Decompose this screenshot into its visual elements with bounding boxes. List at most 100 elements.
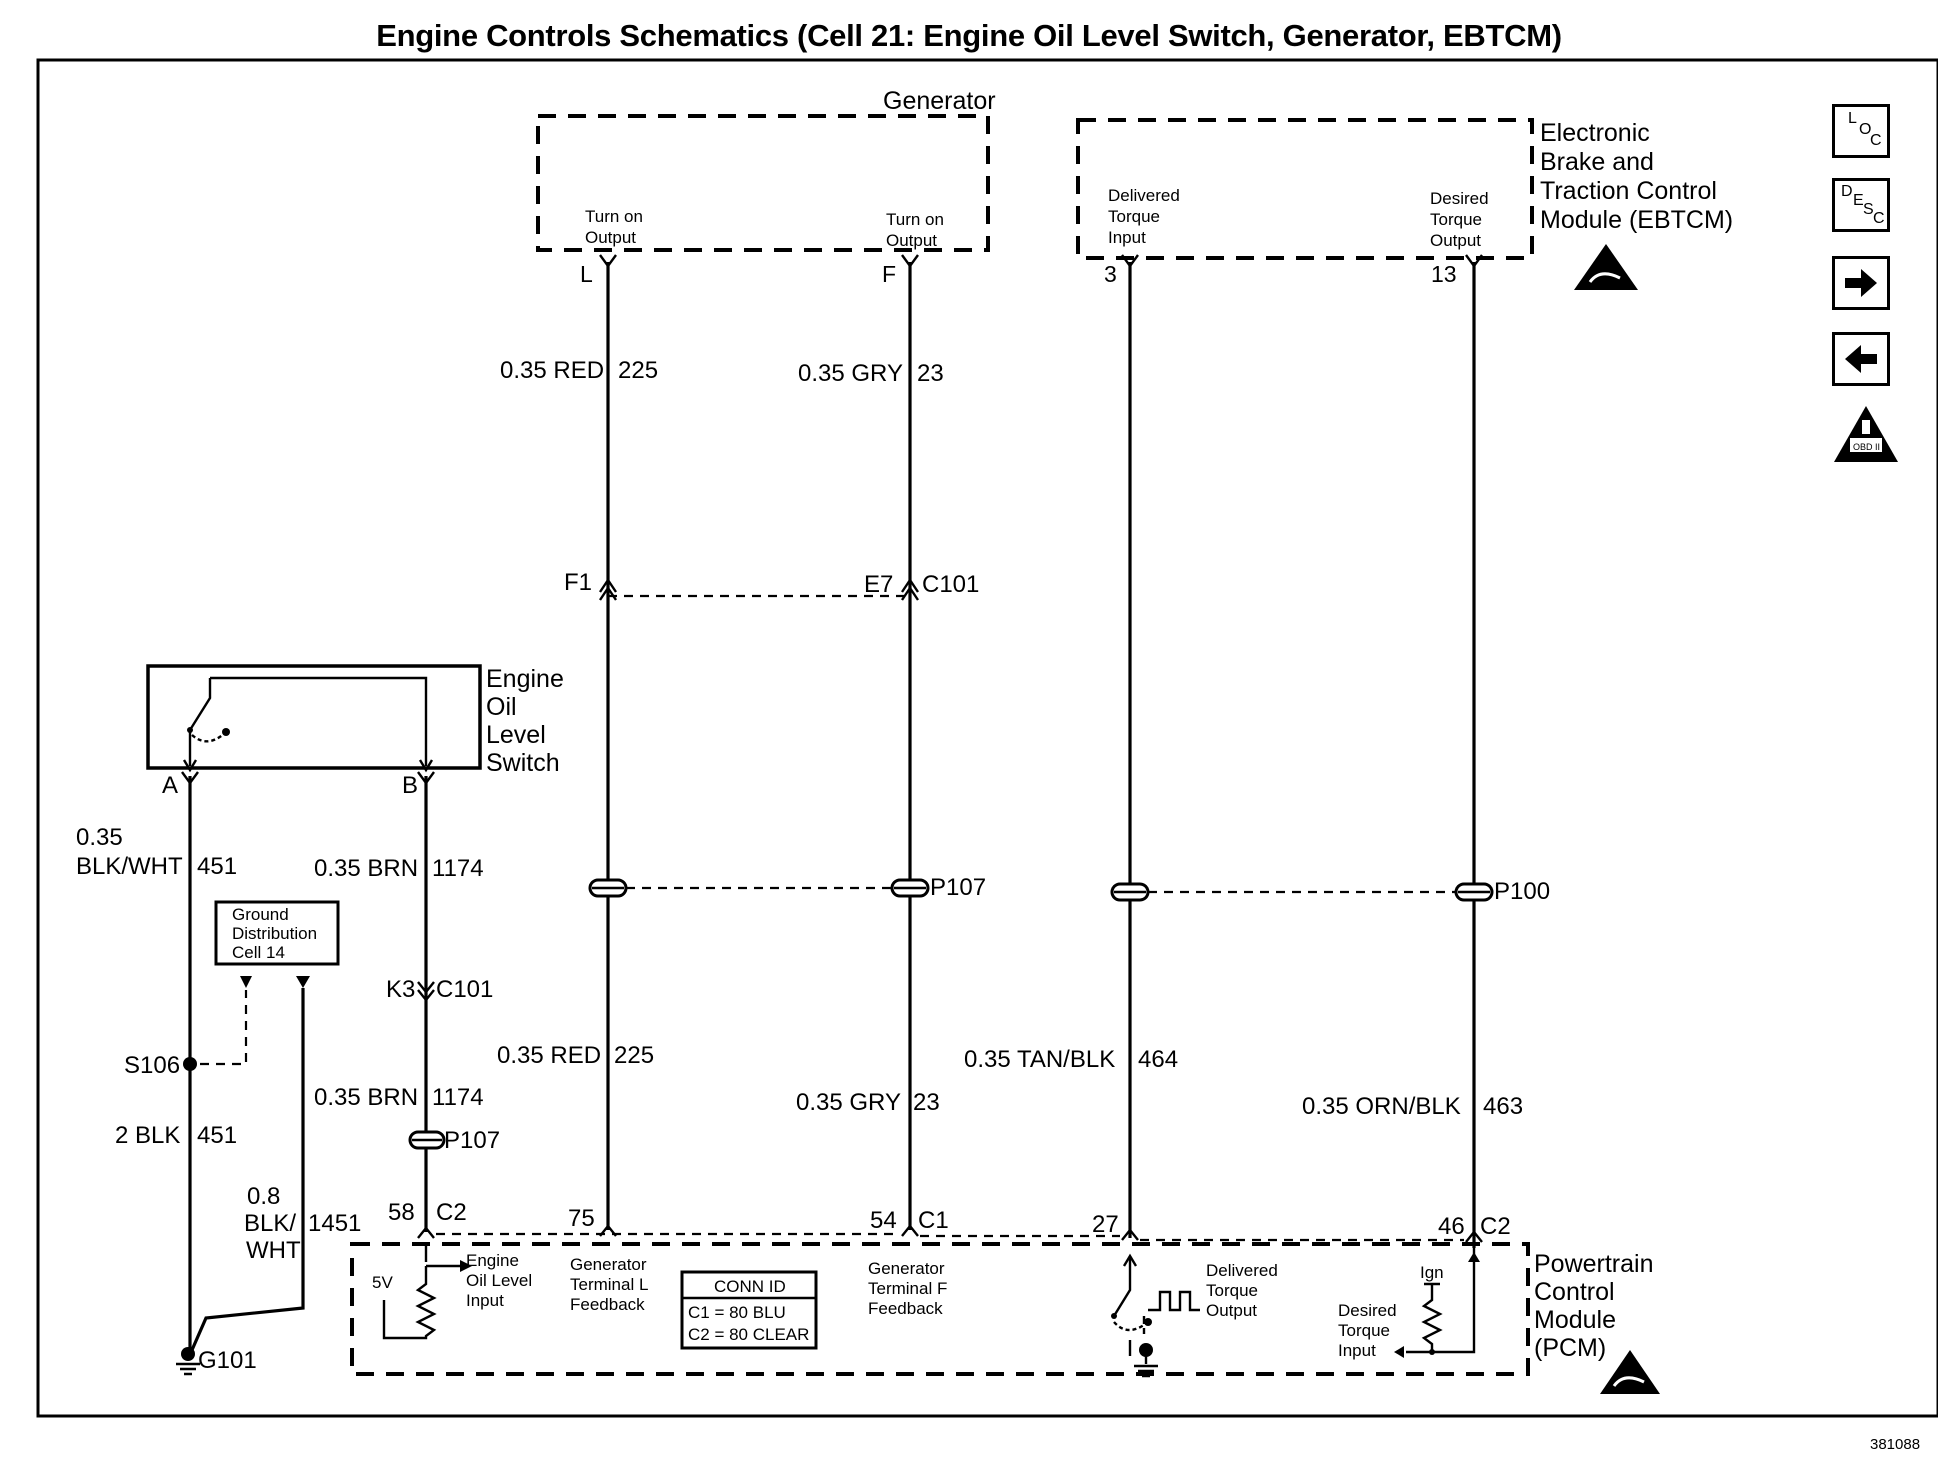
conn-s106: S106 bbox=[124, 1052, 180, 1079]
generator-box bbox=[536, 114, 990, 252]
ebtcm-name-4: Module (EBTCM) bbox=[1540, 206, 1733, 234]
w451b-num: 451 bbox=[197, 1122, 237, 1149]
conn-p107-upper: P107 bbox=[930, 874, 986, 901]
pcm-pin-75: 75 bbox=[568, 1205, 595, 1232]
s106-ground-link bbox=[200, 990, 248, 1066]
ebtcm-pin3-desc-3: Input bbox=[1108, 228, 1146, 247]
pin27-terminal bbox=[1121, 1228, 1139, 1241]
oil-switch-name-3: Level bbox=[486, 721, 546, 749]
w1451-num: 1451 bbox=[308, 1210, 361, 1237]
w225-num-bot: 225 bbox=[614, 1042, 654, 1069]
page-title: Engine Controls Schematics (Cell 21: Eng… bbox=[376, 18, 1562, 53]
pcm-name-2: Control bbox=[1534, 1278, 1615, 1306]
pcm-desired-torque-input-circuit bbox=[1394, 1248, 1480, 1358]
loc-letter-o: O bbox=[1859, 121, 1872, 138]
g101-ground-icon bbox=[176, 1347, 200, 1376]
ground-dist-arrow-left bbox=[240, 976, 252, 988]
conn-p107-lower: P107 bbox=[444, 1127, 500, 1154]
w464-num: 464 bbox=[1138, 1046, 1178, 1073]
ebtcm-name-3: Traction Control bbox=[1540, 177, 1717, 205]
ground-dist-1: Ground bbox=[232, 905, 289, 924]
oil-level-switch-contact bbox=[182, 676, 434, 773]
conn-id-box bbox=[680, 1270, 818, 1350]
ebtcm-pin13-desc-2: Torque bbox=[1430, 210, 1482, 229]
oil-switch-name-4: Switch bbox=[486, 749, 560, 777]
ebtcm-pin13-terminal bbox=[1465, 254, 1483, 269]
conn-id-c1: C1 = 80 BLU bbox=[688, 1303, 786, 1322]
w451-gauge-2: BLK/WHT bbox=[76, 853, 183, 880]
gen-f-terminal bbox=[901, 254, 919, 269]
ebtcm-pin3-desc-2: Torque bbox=[1108, 207, 1160, 226]
gen-l-terminal bbox=[599, 254, 617, 269]
ebtcm-box bbox=[1076, 118, 1534, 260]
pcm-c2-left: C2 bbox=[436, 1199, 467, 1226]
pin75-terminal bbox=[599, 1224, 617, 1237]
s106-splice bbox=[183, 1057, 197, 1071]
esd-warning-icon bbox=[1574, 244, 1638, 290]
pcm-oil-input-3: Input bbox=[466, 1291, 504, 1310]
w1451-gauge-3: WHT bbox=[246, 1237, 301, 1264]
ebtcm-pin-13: 13 bbox=[1431, 261, 1457, 287]
pcm-gen-f-fb-1: Generator bbox=[868, 1259, 945, 1278]
ground-dist-arrow-right bbox=[296, 976, 310, 988]
c101-k3-terminal bbox=[417, 981, 435, 1002]
conn-c101: C101 bbox=[922, 571, 979, 598]
pcm-pin-58: 58 bbox=[388, 1199, 415, 1226]
pcm-gen-l-fb-2: Terminal L bbox=[570, 1275, 648, 1294]
pcm-gen-f-fb-2: Terminal F bbox=[868, 1279, 947, 1298]
gen-f-desc-2: Output bbox=[886, 231, 937, 250]
w23-num-top: 23 bbox=[917, 360, 944, 387]
w463-gauge: 0.35 ORN/BLK bbox=[1302, 1093, 1461, 1120]
w451b-gauge: 2 BLK bbox=[115, 1122, 180, 1149]
ebtcm-pin3-desc-1: Delivered bbox=[1108, 186, 1180, 205]
oil-switch-pin-a: A bbox=[162, 772, 178, 799]
pcm-delivered-out-3: Output bbox=[1206, 1301, 1257, 1320]
ground-dist-2: Distribution bbox=[232, 924, 317, 943]
oil-switch-pin-b: B bbox=[402, 772, 418, 799]
w1174-gauge-bot: 0.35 BRN bbox=[314, 1084, 418, 1111]
w1174-num-top: 1174 bbox=[432, 855, 484, 882]
loc-letter-c: C bbox=[1870, 132, 1882, 149]
pcm-delivered-out-1: Delivered bbox=[1206, 1261, 1278, 1280]
pcm-connector-link bbox=[436, 1232, 1464, 1242]
ebtcm-pin3-terminal bbox=[1121, 254, 1139, 269]
desc-letter-d: D bbox=[1841, 183, 1853, 200]
w451-gauge-1: 0.35 bbox=[76, 824, 123, 851]
w225-gauge-bot: 0.35 RED bbox=[497, 1042, 601, 1069]
pcm-5v: 5V bbox=[372, 1273, 393, 1292]
ebtcm-pin13-desc-1: Desired bbox=[1430, 189, 1489, 208]
pcm-desired-in-2: Torque bbox=[1338, 1321, 1390, 1340]
ebtcm-pin-3: 3 bbox=[1104, 261, 1117, 287]
p107-inline-23 bbox=[890, 878, 930, 898]
conn-e7: E7 bbox=[864, 571, 893, 598]
w225-num-top: 225 bbox=[618, 357, 658, 384]
ebtcm-pin13-desc-3: Output bbox=[1430, 231, 1481, 250]
gen-f-desc-1: Turn on bbox=[886, 210, 944, 229]
w23-gauge-top: 0.35 GRY bbox=[798, 360, 903, 387]
desc-button[interactable]: D E S C bbox=[1832, 178, 1890, 232]
desc-letter-c: C bbox=[1873, 210, 1885, 227]
p107-inline-225 bbox=[588, 878, 628, 898]
p107-inline-1174 bbox=[408, 1130, 446, 1150]
document-id: 381088 bbox=[1870, 1436, 1921, 1453]
w451-num: 451 bbox=[197, 853, 237, 880]
next-page-button[interactable] bbox=[1832, 256, 1890, 310]
conn-p100: P100 bbox=[1494, 878, 1550, 905]
oil-switch-box bbox=[146, 664, 482, 770]
loc-button[interactable]: L O C bbox=[1832, 104, 1890, 158]
loc-letter-l: L bbox=[1848, 110, 1857, 127]
wire-1451 bbox=[190, 988, 305, 1351]
pin46-terminal bbox=[1465, 1230, 1483, 1243]
oil-switch-name-2: Oil bbox=[486, 693, 517, 721]
pcm-name-4: (PCM) bbox=[1534, 1334, 1606, 1362]
w464-gauge: 0.35 TAN/BLK bbox=[964, 1046, 1115, 1073]
pcm-c1: C1 bbox=[918, 1207, 949, 1234]
pcm-gen-l-fb-3: Feedback bbox=[570, 1295, 645, 1314]
prev-page-button[interactable] bbox=[1832, 332, 1890, 386]
outer-frame bbox=[36, 58, 1938, 1418]
gen-pin-f: F bbox=[882, 261, 896, 287]
pcm-desired-in-1: Desired bbox=[1338, 1301, 1397, 1320]
w1451-gauge-1: 0.8 bbox=[247, 1183, 280, 1210]
pcm-oil-input-2: Oil Level bbox=[466, 1271, 532, 1290]
